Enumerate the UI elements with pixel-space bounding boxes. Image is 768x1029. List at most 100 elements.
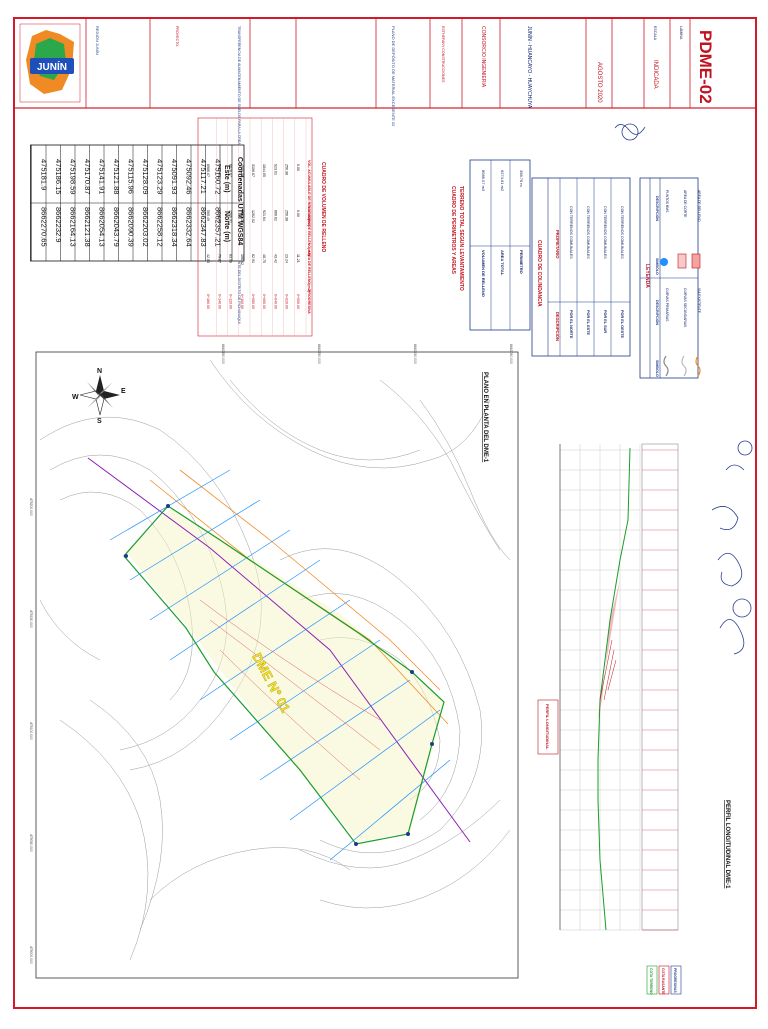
- coords-este-cell: 475186.15: [54, 159, 63, 194]
- coords-este-cell: 475117.21: [199, 159, 208, 194]
- profile-row-box: [646, 965, 658, 995]
- cross-section-lines: [109, 469, 451, 861]
- volume-cell: 0+160.00: [206, 294, 210, 309]
- contour-line: [279, 548, 482, 854]
- compass-s: S: [97, 418, 102, 425]
- coords-norte-cell: 8662090.39: [127, 207, 136, 247]
- compass-w: W: [72, 394, 79, 401]
- grid-label-top: 8662050.000: [509, 344, 513, 364]
- boundary-direction: POR EL SUR: [603, 310, 607, 333]
- legend-left-symbol: [681, 355, 687, 377]
- title-plan-title: PLANO DE DEPÓSITO DE MATERIAL EXCEDENTE …: [391, 26, 396, 127]
- sheet-code: PDME-02: [696, 30, 715, 104]
- hatch: [599, 639, 617, 701]
- volume-cell: 565.49: [206, 210, 210, 221]
- volume-cell: 256.38: [285, 164, 289, 175]
- contour-line: [89, 699, 163, 931]
- legend-right-label: PUNTOS BMS: [665, 190, 669, 213]
- title-consultor: CONSORCIO INGENIERIA: [480, 26, 486, 88]
- coords-este-cell: 475091.93: [170, 159, 179, 194]
- contour-line: [39, 599, 101, 661]
- volume-cell: 0+120.00: [229, 294, 233, 309]
- grid-label-left: 475100.000: [29, 722, 33, 740]
- coords-norte-cell: 8662318.34: [170, 207, 179, 247]
- contour-line: [59, 719, 149, 961]
- volume-cell: 1893.35: [240, 210, 244, 223]
- legend-left-label: CURVAS PRIMARIAS: [665, 288, 669, 322]
- coords-norte-cell: 8662332.64: [185, 207, 194, 247]
- title-lamina-label: LÁMINA: [679, 26, 683, 40]
- perimeter-value: 8986.07 m3: [481, 170, 486, 192]
- grid-label-left: 475050.000: [29, 834, 33, 852]
- volume-cell: 23.24: [285, 254, 289, 263]
- profile-row-box: [658, 965, 670, 995]
- volume-header: PROGRESIVA: [307, 290, 311, 314]
- boundary-direction: POR EL OESTE: [620, 310, 624, 338]
- volume-cell: 1506.91: [229, 210, 233, 223]
- coords-este-cell: 475160.72: [214, 159, 223, 194]
- legend-area-symbol: [691, 253, 701, 269]
- volume-cell: 256.38: [285, 210, 289, 221]
- title-scale-value: INDICADA: [652, 60, 658, 89]
- contour-line: [229, 379, 421, 461]
- road-line-2: [179, 469, 441, 691]
- perimeter-value: 368.76 m: [519, 170, 524, 187]
- contour-line: [39, 416, 262, 771]
- legend-header: DESCRIPCIÓN: [655, 196, 660, 221]
- title-block: [13, 17, 757, 109]
- volume-cell: 106.42: [240, 254, 244, 265]
- volume-cell: 6678.07: [229, 164, 233, 177]
- coords-norte-cell: 8662203.02: [141, 207, 150, 247]
- title-scale-label: ESCALA: [653, 26, 657, 41]
- boundary-direction: POR EL NORTE: [569, 310, 573, 339]
- contour-line: [209, 359, 491, 469]
- legend-left-symbol: [663, 355, 669, 377]
- volume-cell: 0.00: [296, 164, 300, 171]
- contour-line: [149, 847, 351, 901]
- legend-table: LEYENDASIMBOLODESCRIPCIÓNSIMBOLODESCRIPC…: [639, 177, 701, 379]
- volume-cell: 666.62: [273, 210, 277, 221]
- grid-label-left: 475200.000: [29, 498, 33, 516]
- coords-este-cell: 475123.29: [156, 159, 165, 194]
- coords-norte-cell: 8662258.12: [156, 207, 165, 247]
- signature-1: [614, 124, 646, 135]
- signature-4: [711, 506, 739, 531]
- perimeter-title-2: TERRENO TOTAL SEGUN LEVANTAMIENTO: [458, 186, 464, 291]
- coords-header-norte: Norte (m): [223, 211, 230, 242]
- coords-este-cell: 475128.09: [141, 159, 150, 194]
- title-label-project: PROYECTO:: [175, 26, 179, 47]
- perimeter-label: VOLUMEN DE RELLENO: [481, 250, 486, 297]
- coords-norte-cell: 8662043.79: [112, 207, 121, 247]
- volume-title: CUADRO DE VOLUMEN DE RELLENO: [320, 162, 326, 252]
- profile-row-label: COTA TERRENO: [649, 968, 653, 995]
- perimeter-value: 6274.61 m2: [500, 170, 505, 192]
- boundary-table: CUADRO DE COLINDANCIADESCRIPCIÓNPROPIETA…: [531, 177, 631, 357]
- profile-data-band: [641, 443, 679, 931]
- region-logo: JUNÍN: [19, 23, 81, 103]
- legend-right-label: AREA DE RELLENO: [697, 190, 701, 222]
- volume-header: AREA DE RELLENO(m2): [307, 250, 311, 293]
- boundary-direction: POR EL ESTE: [586, 310, 590, 336]
- perimeter-title-1: CUADRO DE PERIMETROS Y AREAS: [450, 186, 456, 275]
- fill-volume-table: CUADRO DE VOLUMEN DE RELLENO PROGRESIVAAR…: [197, 117, 326, 337]
- legend-area-symbol: [677, 253, 687, 269]
- coords-header-este: Este (m): [223, 165, 230, 193]
- volume-cell: 82.91: [251, 254, 255, 263]
- volume-cell: 4990.06: [240, 164, 244, 177]
- perimeter-label: AREA TOTAL: [500, 250, 505, 276]
- legend-header: DESCRIPCIÓN: [655, 300, 660, 325]
- stamps-area: [614, 123, 753, 655]
- grid-label-top: 8662150.000: [413, 344, 417, 364]
- grid-label-top: 8662350.000: [221, 344, 225, 364]
- seal-stamp-3: [737, 440, 753, 456]
- coords-norte-cell: 8662347.83: [199, 207, 208, 247]
- design-contours: [199, 599, 381, 781]
- coords-este-cell: 475121.88: [112, 159, 121, 194]
- boundary-owner: CON TERRENOS COMUNALES: [603, 206, 607, 259]
- contour-line: [379, 379, 501, 551]
- legend-left-label: VIA EXISTENTE: [697, 288, 701, 314]
- grid-label-top: 8662250.000: [317, 344, 321, 364]
